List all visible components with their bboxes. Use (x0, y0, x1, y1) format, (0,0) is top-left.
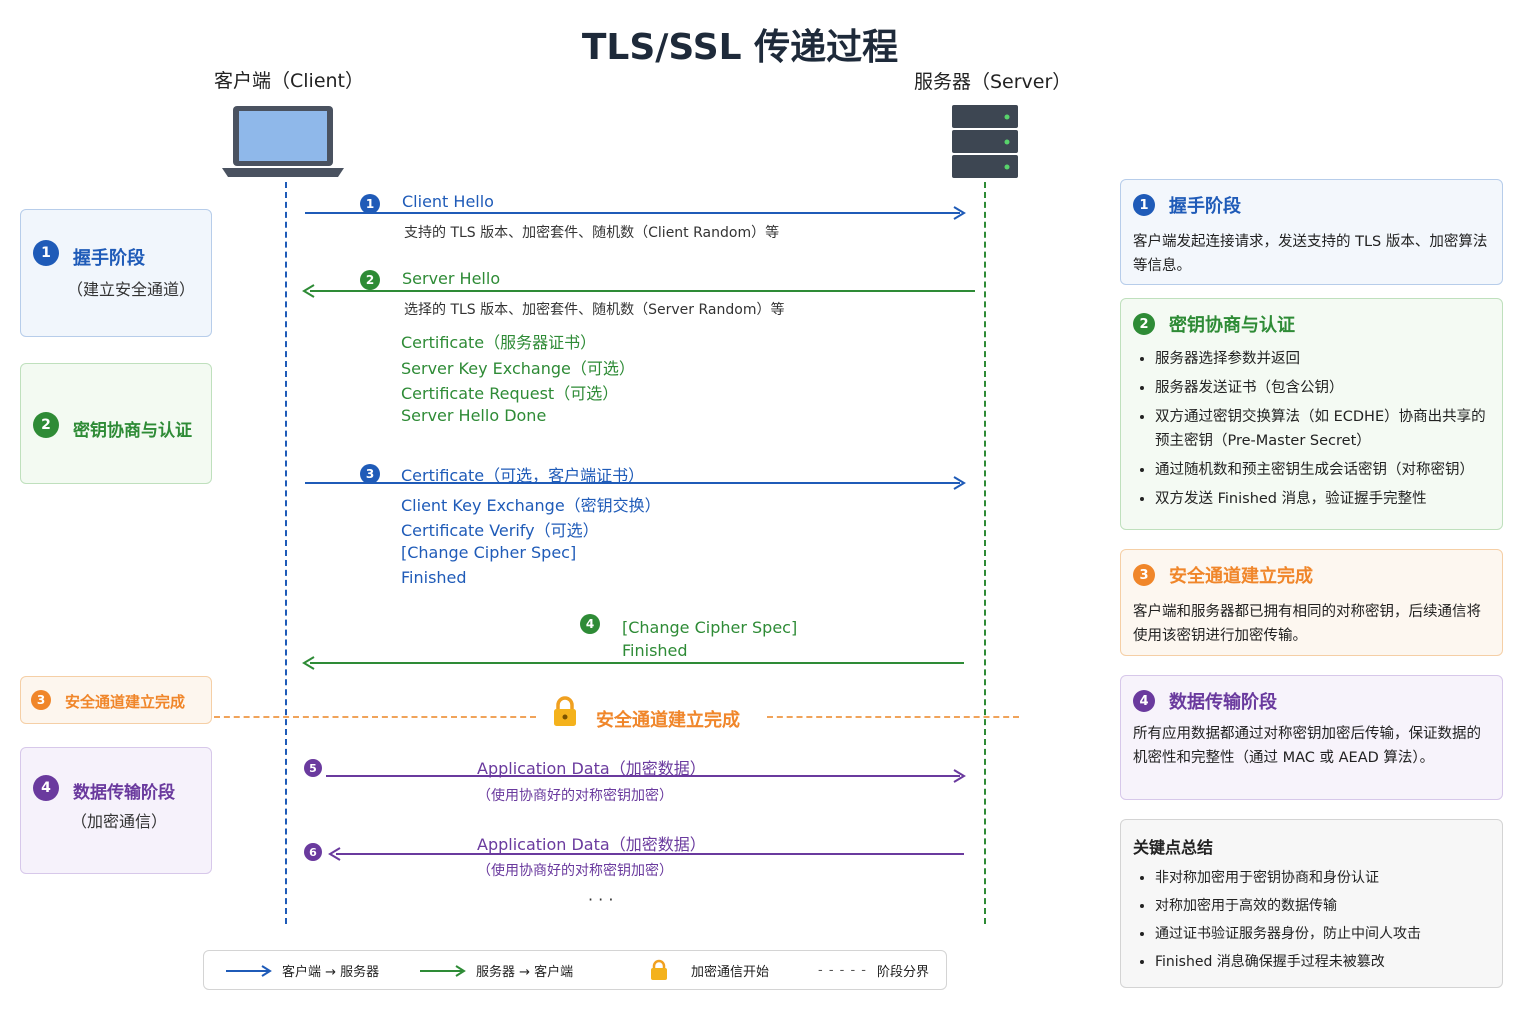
msg-client-hello: Client Hello (402, 192, 494, 211)
arrowhead-left-icon (302, 656, 315, 670)
step-badge-6: 6 (304, 843, 322, 861)
right-panel-2-item: 双方通过密钥交换算法（如 ECDHE）协商出共享的预主密钥（Pre-Master… (1155, 405, 1490, 453)
right-panel-text-3: 客户端和服务器都已拥有相同的对称密钥，后续通信将使用该密钥进行加密传输。 (1133, 604, 1481, 644)
right-panel-handshake: 1 握手阶段 客户端发起连接请求，发送支持的 TLS 版本、加密算法等信息。 (1120, 179, 1503, 285)
left-panel-title-1: 握手阶段 (73, 248, 145, 269)
right-panel-secure: 3 安全通道建立完成 客户端和服务器都已拥有相同的对称密钥，后续通信将使用该密钥进… (1120, 549, 1503, 656)
msg-app-data-1: Application Data（加密数据） (477, 759, 706, 778)
left-panel-title-2: 密钥协商与认证 (73, 421, 192, 441)
msg-finished-server: Finished (622, 641, 688, 660)
arrow-app-data-1 (326, 775, 960, 777)
lock-icon (554, 696, 576, 726)
summary-item: 通过证书验证服务器身份，防止中间人攻击 (1155, 924, 1490, 944)
right-panel-text-4: 所有应用数据都通过对称密钥加密后传输，保证数据的机密性和完整性（通过 MAC 或… (1133, 726, 1481, 766)
msg-client-key-exchange: Client Key Exchange（密钥交换） (401, 496, 661, 515)
arrowhead-left-icon (328, 847, 341, 861)
arrow-server-finished (310, 662, 964, 664)
right-panel-title-3: 安全通道建立完成 (1169, 566, 1313, 587)
msg-certificate-verify: Certificate Verify（可选） (401, 521, 599, 540)
phase-boundary-line-left (214, 716, 536, 718)
right-panel-badge-1: 1 (1133, 194, 1155, 216)
legend-blue-arrow-icon (226, 964, 272, 977)
right-panel-2-item: 通过随机数和预主密钥生成会话密钥（对称密钥） (1155, 458, 1490, 482)
legend-green-arrow-icon (420, 964, 466, 977)
msg-change-cipher-spec-client: [Change Cipher Spec] (401, 543, 577, 562)
msg-client-hello-desc: 支持的 TLS 版本、加密套件、随机数（Client Random）等 (404, 225, 780, 241)
msg-certificate: Certificate（服务器证书） (401, 333, 597, 352)
msg-app-data-2: Application Data（加密数据） (477, 835, 706, 854)
msg-app-data-1-desc: （使用协商好的对称密钥加密） (477, 788, 673, 804)
legend-dash-sample: - - - - - (818, 963, 867, 978)
left-panel-sub-1: （建立安全通道） (67, 280, 196, 299)
summary-title: 关键点总结 (1133, 838, 1214, 857)
server-label: 服务器（Server） (914, 71, 1072, 93)
right-panel-badge-4: 4 (1133, 690, 1155, 712)
step-badge-4: 4 (580, 614, 600, 634)
arrowhead-left-icon (302, 284, 315, 298)
legend-server-to-client: 服务器 → 客户端 (420, 961, 573, 980)
left-panel-handshake: 1 握手阶段 （建立安全通道） (20, 209, 212, 337)
arrow-client-hello (305, 212, 960, 214)
page-title: TLS/SSL 传递过程 (581, 27, 899, 68)
right-panel-badge-3: 3 (1133, 564, 1155, 586)
legend-client-to-server: 客户端 → 服务器 (226, 961, 379, 980)
msg-server-hello: Server Hello (402, 269, 501, 288)
left-panel-badge-1: 1 (33, 240, 59, 266)
legend: 客户端 → 服务器 服务器 → 客户端 加密通信开始 - - - - - 阶段分… (203, 950, 947, 990)
arrow-client-key-exchange (305, 482, 960, 484)
arrowhead-right-icon (953, 206, 966, 220)
right-panel-title-4: 数据传输阶段 (1169, 692, 1277, 713)
secure-channel-label: 安全通道建立完成 (596, 710, 740, 731)
step-badge-1: 1 (360, 194, 380, 214)
arrow-server-hello (310, 290, 975, 292)
arrowhead-right-icon (953, 769, 966, 783)
server-lifeline (984, 182, 986, 924)
phase-boundary-line-right (767, 716, 1019, 718)
left-panel-title-3: 安全通道建立完成 (65, 693, 186, 711)
client-label: 客户端（Client） (214, 70, 365, 92)
summary-item: 非对称加密用于密钥协商和身份认证 (1155, 868, 1490, 888)
right-panel-badge-2: 2 (1133, 313, 1155, 335)
step-badge-5: 5 (304, 759, 322, 777)
client-lifeline (285, 182, 287, 924)
step-badge-3: 3 (360, 464, 380, 484)
legend-phase-boundary: - - - - - 阶段分界 (818, 963, 929, 980)
legend-lock-icon (651, 959, 667, 980)
left-panel-secure: 3 安全通道建立完成 (20, 676, 212, 724)
right-panel-title-2: 密钥协商与认证 (1169, 315, 1295, 336)
right-panel-key-exchange: 2 密钥协商与认证 服务器选择参数并返回 服务器发送证书（包含公钥） 双方通过密钥… (1120, 298, 1503, 530)
right-panel-2-item: 双方发送 Finished 消息，验证握手完整性 (1155, 487, 1490, 511)
left-panel-title-4: 数据传输阶段 (73, 783, 175, 803)
summary-item: 对称加密用于高效的数据传输 (1155, 896, 1490, 916)
legend-encrypted-start: 加密通信开始 (649, 959, 769, 981)
right-panel-title-1: 握手阶段 (1169, 196, 1241, 217)
msg-server-hello-desc: 选择的 TLS 版本、加密套件、随机数（Server Random）等 (404, 302, 785, 318)
msg-app-data-2-desc: （使用协商好的对称密钥加密） (477, 863, 673, 879)
left-panel-sub-4: （加密通信） (71, 812, 168, 831)
laptop-icon (222, 106, 344, 177)
left-panel-key-exchange: 2 密钥协商与认证 (20, 363, 212, 484)
right-panel-2-item: 服务器选择参数并返回 (1155, 347, 1490, 371)
right-panel-2-item: 服务器发送证书（包含公钥） (1155, 376, 1490, 400)
step-badge-2: 2 (360, 270, 380, 290)
left-panel-data-transfer: 4 数据传输阶段 （加密通信） (20, 747, 212, 874)
right-panel-text-1: 客户端发起连接请求，发送支持的 TLS 版本、加密算法等信息。 (1133, 234, 1488, 274)
msg-server-hello-done: Server Hello Done (401, 406, 547, 425)
arrow-app-data-2 (336, 853, 964, 855)
continuation-ellipsis: · · · (588, 890, 614, 909)
msg-server-key-exchange: Server Key Exchange（可选） (401, 359, 635, 378)
left-panel-badge-4: 4 (33, 775, 59, 801)
arrowhead-right-icon (953, 476, 966, 490)
server-icon (952, 105, 1018, 178)
right-panel-data-transfer: 4 数据传输阶段 所有应用数据都通过对称密钥加密后传输，保证数据的机密性和完整性（… (1120, 675, 1503, 800)
summary-item: Finished 消息确保握手过程未被篡改 (1155, 952, 1490, 972)
right-panel-summary: 关键点总结 非对称加密用于密钥协商和身份认证 对称加密用于高效的数据传输 通过证… (1120, 819, 1503, 988)
msg-certificate-request: Certificate Request（可选） (401, 384, 619, 403)
left-panel-badge-3: 3 (31, 690, 51, 710)
msg-change-cipher-spec-server: [Change Cipher Spec] (622, 618, 798, 637)
left-panel-badge-2: 2 (33, 412, 59, 438)
msg-client-certificate: Certificate（可选，客户端证书） (401, 466, 645, 485)
msg-finished-client: Finished (401, 568, 467, 587)
